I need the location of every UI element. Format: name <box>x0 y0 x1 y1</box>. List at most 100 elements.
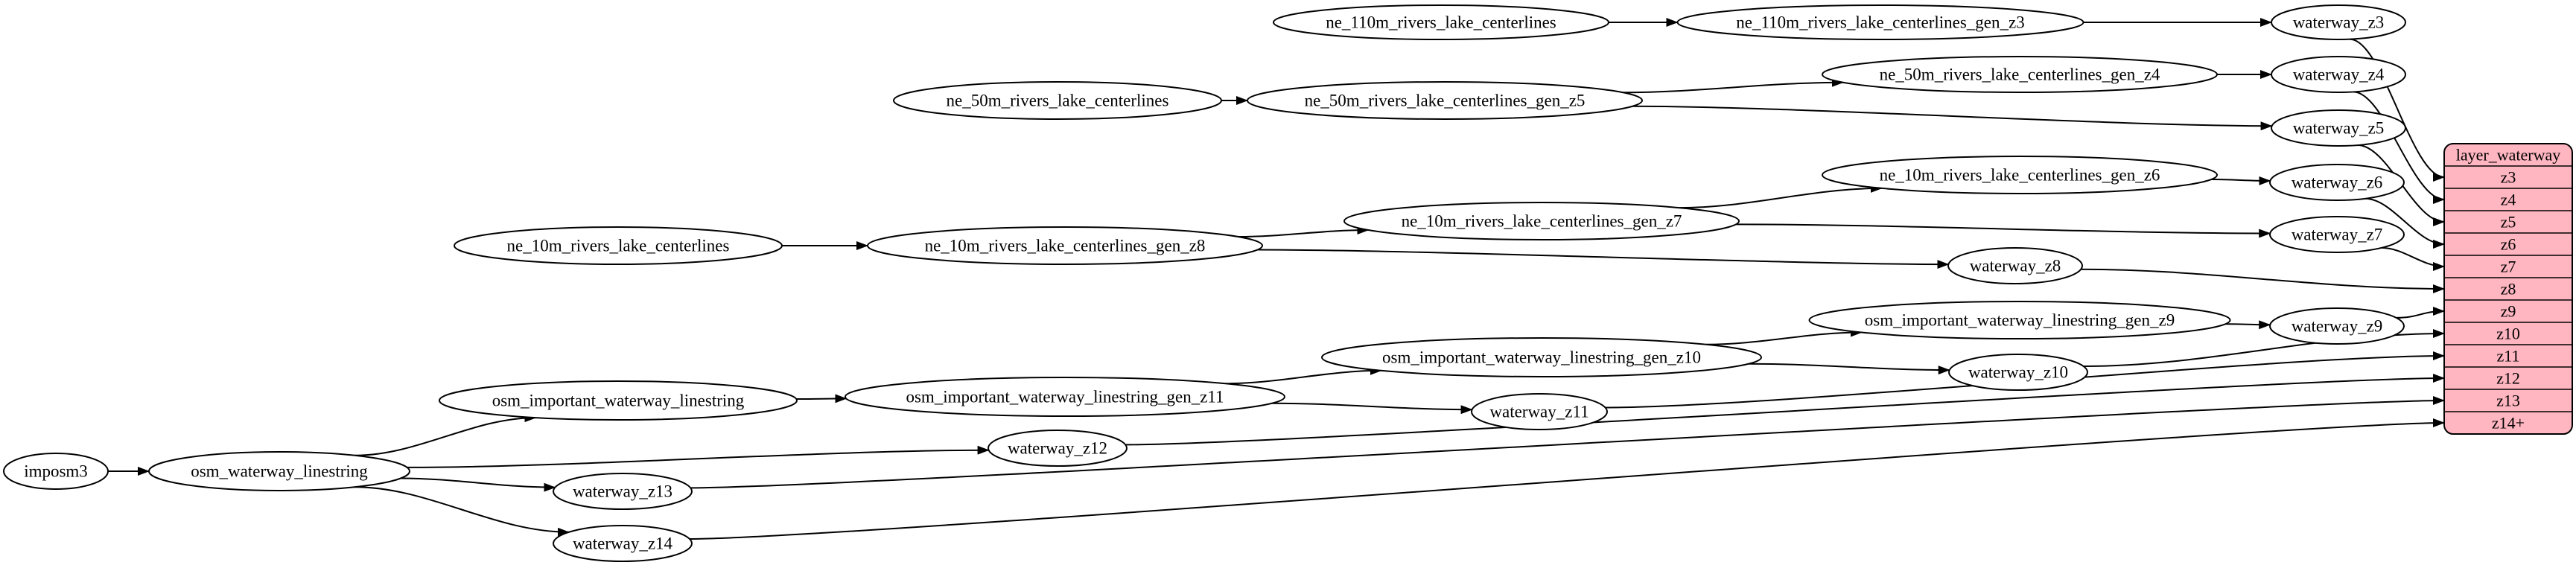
edge-waterway_z13-to-z13 <box>690 396 2445 489</box>
edge-waterway_z12-to-z12 <box>1125 374 2445 446</box>
osm_important_waterway_linestring_gen_z11-label: osm_important_waterway_linestring_gen_z1… <box>906 388 1224 406</box>
edge-waterway_z7-to-z7 <box>2381 246 2445 271</box>
edge-ne_50m_rivers_lake_centerlines_gen_z5-to-waterway_z5 <box>1632 105 2273 131</box>
waterway_z13-shape <box>553 473 693 510</box>
waterway_z11-label: waterway_z11 <box>1489 403 1588 421</box>
node-ne_10m_rivers_lake_centerlines_gen_z6: ne_10m_rivers_lake_centerlines_gen_z6 <box>1822 156 2218 194</box>
waterway_z5-shape <box>2271 109 2406 147</box>
node-waterway_z3: waterway_z3 <box>2271 4 2406 40</box>
node-osm_important_waterway_linestring_gen_z10: osm_important_waterway_linestring_gen_z1… <box>1321 337 1762 377</box>
waterway_z8-label: waterway_z8 <box>1970 257 2061 275</box>
table-row-z9: z9 <box>2501 302 2516 321</box>
waterway_z3-shape <box>2271 4 2406 40</box>
table-row-z13: z13 <box>2496 392 2520 410</box>
node-waterway_z12: waterway_z12 <box>988 430 1128 467</box>
edge-ne_10m_rivers_lake_centerlines_gen_z7-to-ne_10m_rivers_lake_centerlines_gen_z6 <box>1679 183 1883 209</box>
edge-waterway_z4-to-z4 <box>2353 91 2445 204</box>
edge-waterway_z3-to-z3 <box>2350 38 2445 182</box>
edge-ne_10m_rivers_lake_centerlines_gen_z8-to-ne_10m_rivers_lake_centerlines_gen_z7 <box>1238 226 1370 237</box>
node-ne_50m_rivers_lake_centerlines_gen_z5: ne_50m_rivers_lake_centerlines_gen_z5 <box>1247 81 1643 120</box>
edge-ne_50m_rivers_lake_centerlines_gen_z5-to-ne_50m_rivers_lake_centerlines_gen_z4 <box>1622 77 1844 94</box>
ne_10m_rivers_lake_centerlines_gen_z7-label: ne_10m_rivers_lake_centerlines_gen_z7 <box>1402 212 1682 231</box>
waterway_z14-shape <box>553 525 693 562</box>
ne_10m_rivers_lake_centerlines_gen_z8-label: ne_10m_rivers_lake_centerlines_gen_z8 <box>925 237 1206 255</box>
waterway_z3-label: waterway_z3 <box>2293 13 2385 32</box>
imposm3-shape <box>3 453 109 490</box>
node-waterway_z11: waterway_z11 <box>1471 393 1608 430</box>
imposm3-label: imposm3 <box>24 462 88 481</box>
edge-osm_waterway_linestring-to-waterway_z13 <box>400 477 556 492</box>
ne_10m_rivers_lake_centerlines_gen_z8-shape <box>867 226 1263 265</box>
waterway_z8-shape <box>1947 247 2083 284</box>
waterway_z13-label: waterway_z13 <box>573 482 672 501</box>
node-ne_10m_rivers_lake_centerlines_gen_z8: ne_10m_rivers_lake_centerlines_gen_z8 <box>867 226 1263 265</box>
table-row-z10: z10 <box>2496 325 2520 343</box>
osm_waterway_linestring-label: osm_waterway_linestring <box>191 462 368 481</box>
edge-osm_waterway_linestring-to-osm_important_waterway_linestring <box>354 413 537 456</box>
ne_110m_rivers_lake_centerlines_gen_z3-label: ne_110m_rivers_lake_centerlines_gen_z3 <box>1736 13 2024 32</box>
node-imposm3: imposm3 <box>3 453 109 490</box>
node-waterway_z10: waterway_z10 <box>1948 354 2088 391</box>
node-waterway_z8: waterway_z8 <box>1947 247 2083 284</box>
node-osm_important_waterway_linestring_gen_z11: osm_important_waterway_linestring_gen_z1… <box>845 377 1285 417</box>
edge-waterway_z10-to-z10 <box>2083 329 2445 367</box>
ne_110m_rivers_lake_centerlines-shape <box>1273 4 1609 40</box>
edge-osm_important_waterway_linestring_gen_z10-to-osm_important_waterway_linestring_gen_z9 <box>1706 328 1863 345</box>
osm_important_waterway_linestring_gen_z10-shape <box>1321 337 1762 377</box>
table-row-z8: z8 <box>2501 280 2516 299</box>
edge-waterway_z6-to-z6 <box>2364 197 2445 249</box>
edge-osm_important_waterway_linestring_gen_z11-to-osm_important_waterway_linestring_gen_z10 <box>1224 366 1382 385</box>
waterway_z6-label: waterway_z6 <box>2292 173 2383 192</box>
edge-osm_waterway_linestring-to-waterway_z14 <box>354 486 570 537</box>
waterway_z9-label: waterway_z9 <box>2292 317 2383 336</box>
node-ne_50m_rivers_lake_centerlines_gen_z4: ne_50m_rivers_lake_centerlines_gen_z4 <box>1822 56 2218 93</box>
waterway_z6-shape <box>2269 164 2405 201</box>
node-waterway_z13: waterway_z13 <box>553 473 693 510</box>
waterway_z12-label: waterway_z12 <box>1008 439 1107 458</box>
ne_10m_rivers_lake_centerlines-label: ne_10m_rivers_lake_centerlines <box>507 237 730 255</box>
ne_50m_rivers_lake_centerlines_gen_z4-label: ne_50m_rivers_lake_centerlines_gen_z4 <box>1880 66 2160 84</box>
edge-ne_10m_rivers_lake_centerlines_gen_z7-to-waterway_z7 <box>1735 223 2271 238</box>
waterway_z9-shape <box>2269 307 2405 345</box>
waterway_z12-shape <box>988 430 1128 467</box>
osm_waterway_linestring-shape <box>148 451 410 491</box>
edge-osm_important_waterway_linestring_gen_z9-to-waterway_z9 <box>2225 320 2271 330</box>
node-waterway_z4: waterway_z4 <box>2271 56 2406 93</box>
ne_10m_rivers_lake_centerlines-shape <box>454 226 783 265</box>
ne_50m_rivers_lake_centerlines_gen_z5-label: ne_50m_rivers_lake_centerlines_gen_z5 <box>1305 92 1586 110</box>
ne_50m_rivers_lake_centerlines-shape <box>893 81 1222 120</box>
edge-waterway_z14-to-z14+ <box>690 418 2445 540</box>
edge-osm_important_waterway_linestring-to-osm_important_waterway_linestring_gen_z11 <box>796 394 847 403</box>
edge-ne_10m_rivers_lake_centerlines_gen_z8-to-waterway_z8 <box>1257 249 1950 269</box>
osm_important_waterway_linestring_gen_z9-label: osm_important_waterway_linestring_gen_z9 <box>1865 311 2175 330</box>
waterway_z10-label: waterway_z10 <box>1968 363 2068 382</box>
table-row-z4: z4 <box>2501 191 2516 209</box>
ne_110m_rivers_lake_centerlines-label: ne_110m_rivers_lake_centerlines <box>1326 13 1556 32</box>
node-waterway_z5: waterway_z5 <box>2271 109 2406 147</box>
ne_50m_rivers_lake_centerlines_gen_z5-shape <box>1247 81 1643 120</box>
osm_important_waterway_linestring_gen_z9-shape <box>1808 301 2231 339</box>
node-ne_50m_rivers_lake_centerlines: ne_50m_rivers_lake_centerlines <box>893 81 1222 120</box>
osm_important_waterway_linestring-label: osm_important_waterway_linestring <box>492 392 745 410</box>
node-osm_important_waterway_linestring_gen_z9: osm_important_waterway_linestring_gen_z9 <box>1808 301 2231 339</box>
ne_10m_rivers_lake_centerlines_gen_z7-shape <box>1343 202 1740 240</box>
node-ne_110m_rivers_lake_centerlines: ne_110m_rivers_lake_centerlines <box>1273 4 1609 40</box>
ne_10m_rivers_lake_centerlines_gen_z6-label: ne_10m_rivers_lake_centerlines_gen_z6 <box>1880 166 2160 185</box>
waterway_z4-label: waterway_z4 <box>2293 66 2385 84</box>
waterway_z5-label: waterway_z5 <box>2293 119 2385 138</box>
table-row-z6: z6 <box>2501 235 2516 254</box>
waterway_z14-label: waterway_z14 <box>573 535 673 553</box>
table-row-z14+: z14+ <box>2492 414 2525 433</box>
node-waterway_z6: waterway_z6 <box>2269 164 2405 201</box>
waterway_z7-shape <box>2269 216 2405 253</box>
table-row-z5: z5 <box>2501 213 2516 232</box>
node-ne_10m_rivers_lake_centerlines: ne_10m_rivers_lake_centerlines <box>454 226 783 265</box>
node-osm_waterway_linestring: osm_waterway_linestring <box>148 451 410 491</box>
ne_10m_rivers_lake_centerlines_gen_z6-shape <box>1822 156 2218 194</box>
edge-waterway_z9-to-z9 <box>2396 307 2445 319</box>
edge-osm_important_waterway_linestring_gen_z11-to-waterway_z11 <box>1271 402 1473 415</box>
node-osm_important_waterway_linestring: osm_important_waterway_linestring <box>439 380 798 421</box>
waterway_z11-shape <box>1471 393 1608 430</box>
